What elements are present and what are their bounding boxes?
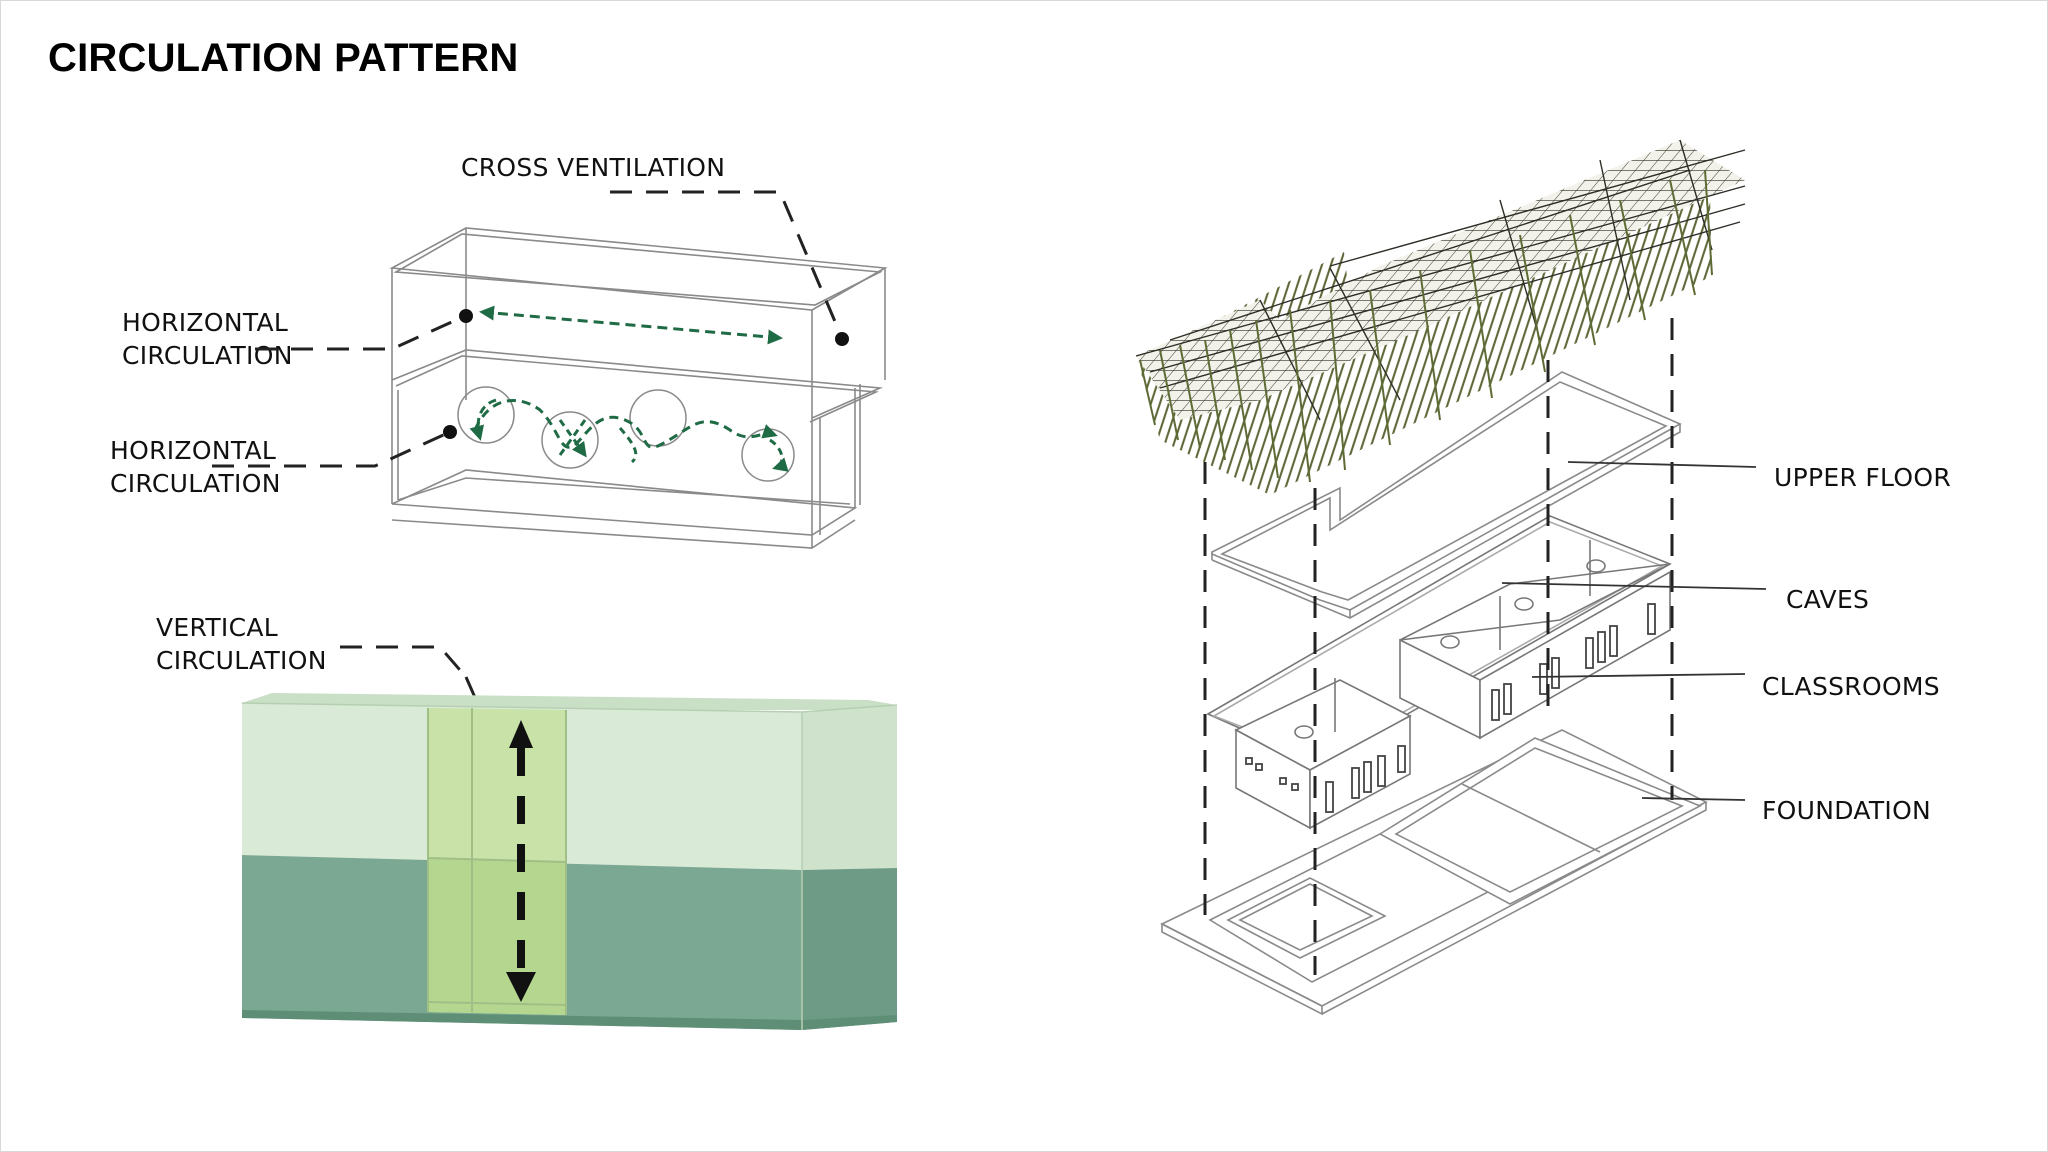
label-line: CIRCULATION [122,341,293,370]
label-classrooms: CLASSROOMS [1762,672,1940,701]
label-foundation: FOUNDATION [1762,796,1932,825]
page-title: CIRCULATION PATTERN [48,36,519,80]
classrooms-level [1206,515,1672,830]
vertical-circulation-arrow [506,720,536,1002]
label-cross-ventilation: CROSS VENTILATION [461,153,726,182]
upper-floor-plate [1211,371,1682,619]
green-block [241,693,898,1030]
label-line: CIRCULATION [156,646,327,675]
right-leader-lines [1501,461,1767,801]
projection-lines [1203,318,1674,975]
horizontal-circulation-path [769,438,789,472]
roof-canopy [1135,139,1746,495]
wireframe-block [389,227,888,549]
leader-dots [443,309,849,743]
label-horizontal-circulation-top: HORIZONTAL CIRCULATION [122,306,293,372]
label-upper-floor: UPPER FLOOR [1774,463,1952,492]
label-vertical-circulation: VERTICAL CIRCULATION [156,611,327,677]
label-line: CIRCULATION [110,469,281,498]
horizontal-circulation-path [469,398,497,441]
leader-lines [212,190,844,678]
cross-ventilation-arrow [479,305,783,345]
label-line: HORIZONTAL [110,436,277,465]
label-line: VERTICAL [156,613,278,642]
label-line: HORIZONTAL [122,308,289,337]
floor-plate [1378,737,1702,905]
horizontal-circulation-path [618,427,638,464]
horizontal-circulation-path [473,398,778,449]
label-horizontal-circulation-bottom: HORIZONTAL CIRCULATION [110,434,281,500]
classroom-windows [1245,603,1656,813]
cave-openings [1294,559,1606,739]
label-caves: CAVES [1786,585,1870,614]
